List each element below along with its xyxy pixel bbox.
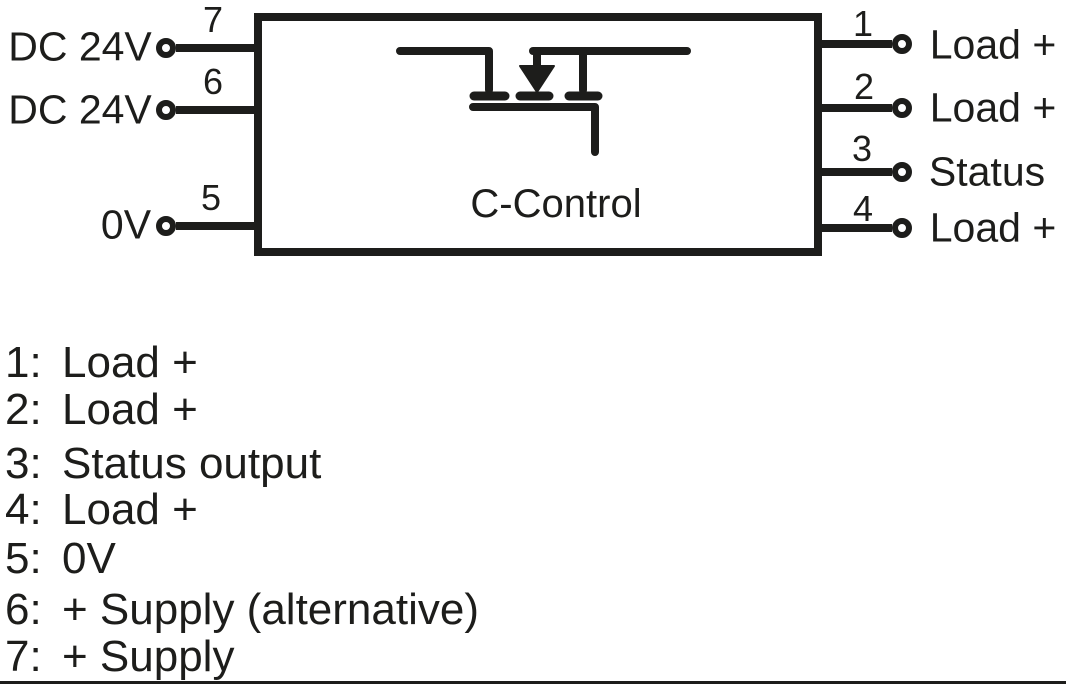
legend-number-7: 7: — [5, 632, 42, 681]
legend-number-5: 5: — [5, 534, 42, 583]
pin-number-3: 3 — [851, 128, 873, 169]
legend-item-2: 2: Load + — [5, 388, 198, 432]
pin-number-6: 6 — [202, 61, 224, 102]
legend-item-6: 6: + Supply (alternative) — [5, 588, 479, 632]
left-pin-7-label: DC 24V — [8, 23, 152, 70]
legend-item-5: 5: 0V — [5, 537, 116, 581]
legend-label-6: + Supply (alternative) — [62, 585, 479, 634]
left-pin-5-label: 0V — [100, 201, 152, 248]
terminal-pin-4 — [892, 218, 912, 238]
legend-label-5: 0V — [62, 534, 116, 583]
terminal-pin-3 — [892, 162, 912, 182]
mosfet-icon — [396, 47, 691, 156]
mosfet-body-arrow — [519, 65, 555, 93]
terminal-pin-2 — [892, 98, 912, 118]
legend-number-2: 2: — [5, 385, 42, 434]
legend-label-4: Load + — [62, 485, 198, 534]
legend-label-3: Status output — [62, 439, 322, 488]
legend-number-1: 1: — [5, 338, 42, 387]
pin-number-2: 2 — [853, 66, 875, 107]
legend-number-3: 3: — [5, 439, 42, 488]
legend-item-7: 7: + Supply — [5, 635, 234, 679]
terminal-pin-1 — [892, 34, 912, 54]
figure-bottom-rule — [0, 681, 1066, 684]
terminal-pin-7 — [156, 38, 176, 58]
c-control-box-outline — [254, 13, 822, 256]
pin-number-5: 5 — [200, 177, 222, 218]
mosfet-drain-lead — [396, 47, 493, 94]
legend-number-6: 6: — [5, 585, 42, 634]
legend-number-4: 4: — [5, 485, 42, 534]
legend-label-1: Load + — [62, 338, 198, 387]
pin-number-7: 7 — [202, 0, 224, 40]
terminal-pin-6 — [156, 100, 176, 120]
right-pin-2-label: Load + — [929, 84, 1057, 131]
right-pin-4-label: Load + — [929, 204, 1057, 251]
terminal-pin-5 — [156, 216, 176, 236]
pin-number-4: 4 — [852, 188, 874, 229]
legend-item-3: 3: Status output — [5, 442, 321, 486]
right-pin-1-label: Load + — [929, 21, 1057, 68]
mosfet-gate-lead — [469, 103, 599, 156]
legend-item-4: 4: Load + — [5, 488, 198, 532]
right-pin-3-label: Status — [928, 148, 1046, 195]
pin-number-1: 1 — [852, 3, 874, 44]
left-pin-6-label: DC 24V — [8, 86, 152, 133]
legend-label-2: Load + — [62, 385, 198, 434]
legend-item-1: 1: Load + — [5, 341, 198, 385]
legend-label-7: + Supply — [62, 632, 235, 681]
c-control-label: C-Control — [470, 182, 642, 226]
